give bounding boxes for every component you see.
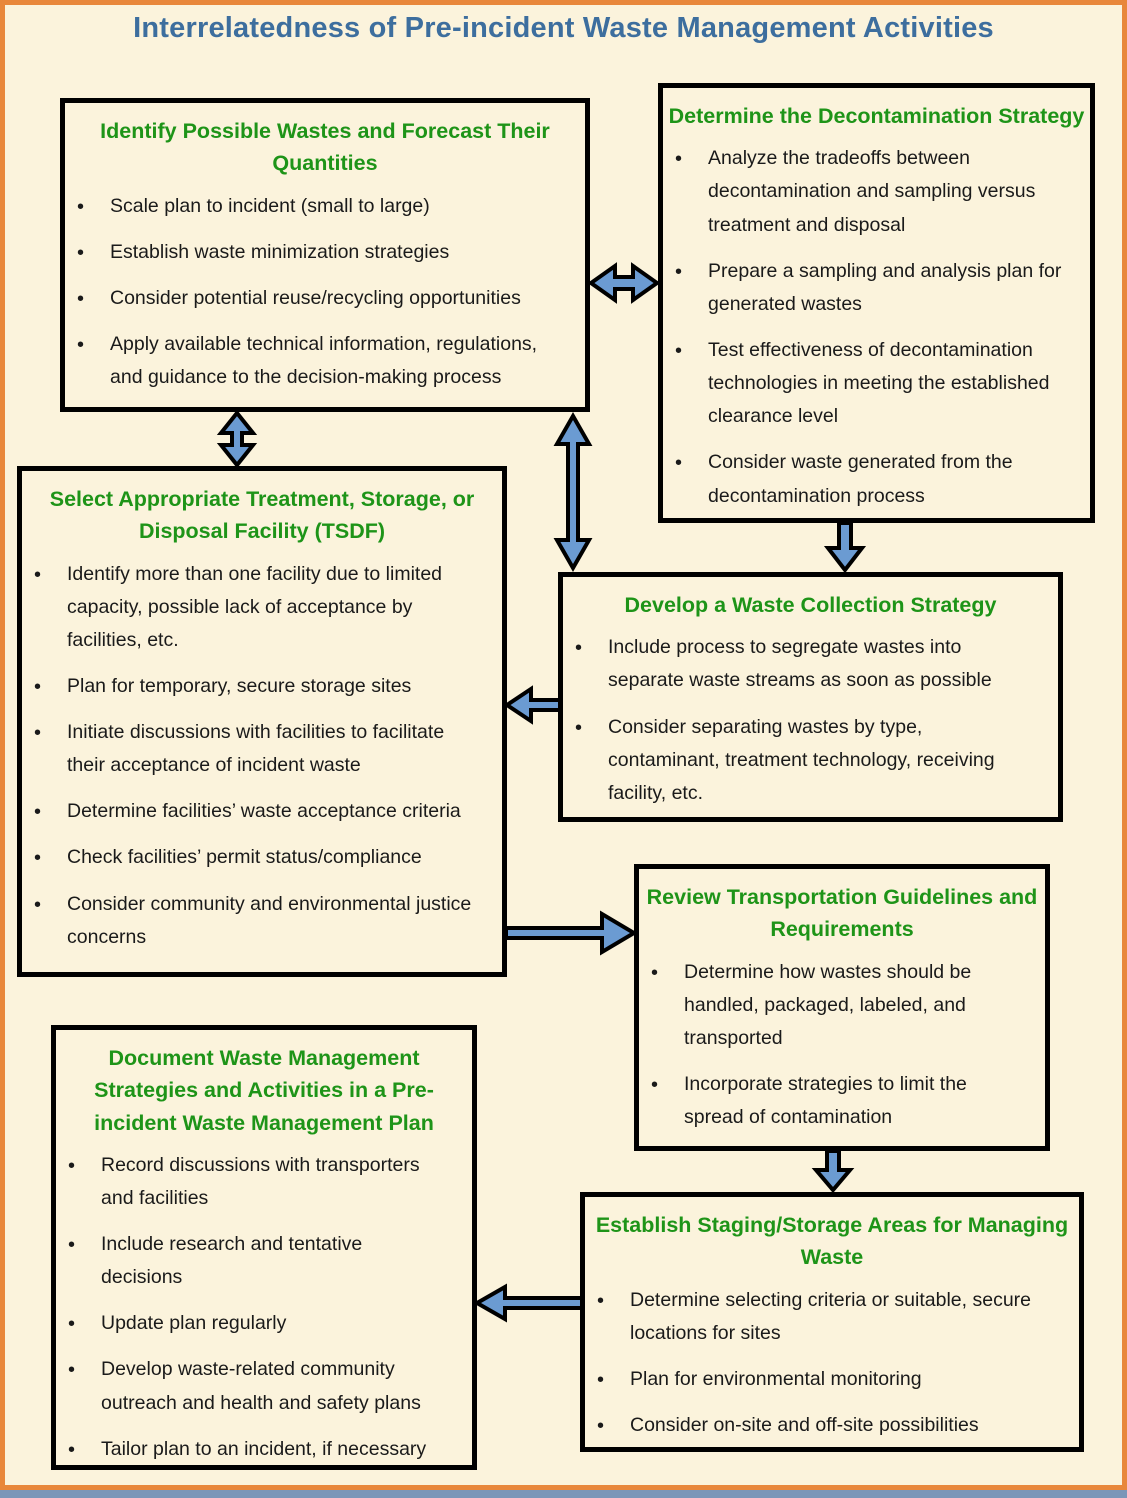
- box-transportation-guidelines: Review Transportation Guidelines and Req…: [634, 864, 1050, 1151]
- bullet-item: Consider separating wastes by type, cont…: [573, 711, 1058, 810]
- bullet-item: Plan for environmental monitoring: [595, 1363, 1079, 1397]
- arrow-staging-to-document-icon: [472, 1283, 584, 1323]
- bullet-item: Prepare a sampling and analysis plan for…: [673, 255, 1090, 321]
- arrow-collection-to-tsdf-icon: [503, 685, 562, 725]
- box-document-plan-bullets: Record discussions with transporters and…: [56, 1149, 472, 1465]
- box-document-plan: Document Waste Management Strategies and…: [51, 1025, 477, 1470]
- box-waste-collection-strategy: Develop a Waste Collection Strategy Incl…: [558, 572, 1063, 822]
- box-identify-wastes-bullets: Scale plan to incident (small to large) E…: [65, 190, 585, 395]
- bullet-item: Consider potential reuse/recycling oppor…: [75, 282, 585, 316]
- bullet-item: Test effectiveness of decontamination te…: [673, 334, 1090, 433]
- bullet-item: Determine facilities’ waste acceptance c…: [32, 795, 502, 829]
- box-decontamination-strategy: Determine the Decontamination Strategy A…: [658, 83, 1095, 523]
- box-decontamination-strategy-bullets: Analyze the tradeoffs between decontamin…: [663, 142, 1090, 512]
- arrow-identify-tsdf-bidirectional-icon: [216, 409, 258, 469]
- bullet-item: Plan for temporary, secure storage sites: [32, 670, 502, 704]
- arrow-tsdf-to-transportation-icon: [504, 910, 638, 956]
- arrow-transportation-to-staging-icon: [811, 1149, 855, 1194]
- box-staging-storage-areas: Establish Staging/Storage Areas for Mana…: [580, 1192, 1084, 1452]
- bullet-item: Apply available technical information, r…: [75, 328, 585, 394]
- box-staging-storage-areas-bullets: Determine selecting criteria or suitable…: [585, 1284, 1079, 1444]
- box-select-tsdf: Select Appropriate Treatment, Storage, o…: [17, 466, 507, 977]
- bullet-item: Record discussions with transporters and…: [66, 1149, 472, 1215]
- box-select-tsdf-bullets: Identify more than one facility due to l…: [22, 558, 502, 954]
- box-identify-wastes: Identify Possible Wastes and Forecast Th…: [60, 98, 590, 412]
- bullet-item: Include research and tentative decisions: [66, 1228, 472, 1294]
- bullet-item: Update plan regularly: [66, 1307, 472, 1341]
- bullet-item: Consider community and environmental jus…: [32, 888, 502, 954]
- bullet-item: Develop waste-related community outreach…: [66, 1353, 472, 1419]
- bullet-item: Establish waste minimization strategies: [75, 236, 585, 270]
- bullet-item: Consider on-site and off-site possibilit…: [595, 1409, 1079, 1443]
- arrow-identify-decontamination-bidirectional-icon: [587, 262, 661, 304]
- bullet-item: Scale plan to incident (small to large): [75, 190, 585, 224]
- box-document-plan-title: Document Waste Management Strategies and…: [94, 1046, 434, 1135]
- box-select-tsdf-title: Select Appropriate Treatment, Storage, o…: [49, 487, 475, 544]
- bullet-item: Incorporate strategies to limit the spre…: [649, 1068, 1045, 1134]
- box-transportation-guidelines-bullets: Determine how wastes should be handled, …: [639, 956, 1045, 1135]
- box-transportation-guidelines-title: Review Transportation Guidelines and Req…: [646, 885, 1038, 942]
- box-identify-wastes-title: Identify Possible Wastes and Forecast Th…: [100, 119, 550, 176]
- box-staging-storage-areas-title: Establish Staging/Storage Areas for Mana…: [595, 1213, 1069, 1270]
- bullet-item: Identify more than one facility due to l…: [32, 558, 502, 657]
- page-title: Interrelatedness of Pre-incident Waste M…: [133, 12, 994, 44]
- arrow-identify-collection-bidirectional-icon: [553, 411, 593, 573]
- bullet-item: Tailor plan to an incident, if necessary: [66, 1433, 472, 1465]
- box-waste-collection-strategy-title: Develop a Waste Collection Strategy: [624, 593, 997, 617]
- bullet-item: Include process to segregate wastes into…: [573, 631, 1058, 697]
- bullet-item: Check facilities’ permit status/complian…: [32, 841, 502, 875]
- bullet-item: Determine selecting criteria or suitable…: [595, 1284, 1079, 1350]
- bullet-item: Initiate discussions with facilities to …: [32, 716, 502, 782]
- bullet-item: Consider waste generated from the decont…: [673, 446, 1090, 512]
- box-waste-collection-strategy-bullets: Include process to segregate wastes into…: [563, 631, 1058, 810]
- box-decontamination-strategy-title: Determine the Decontamination Strategy: [668, 104, 1085, 128]
- arrow-decontamination-to-collection-icon: [823, 521, 867, 574]
- bullet-item: Determine how wastes should be handled, …: [649, 956, 1045, 1055]
- bottom-edge-strip: [0, 1490, 1127, 1498]
- bullet-item: Analyze the tradeoffs between decontamin…: [673, 142, 1090, 241]
